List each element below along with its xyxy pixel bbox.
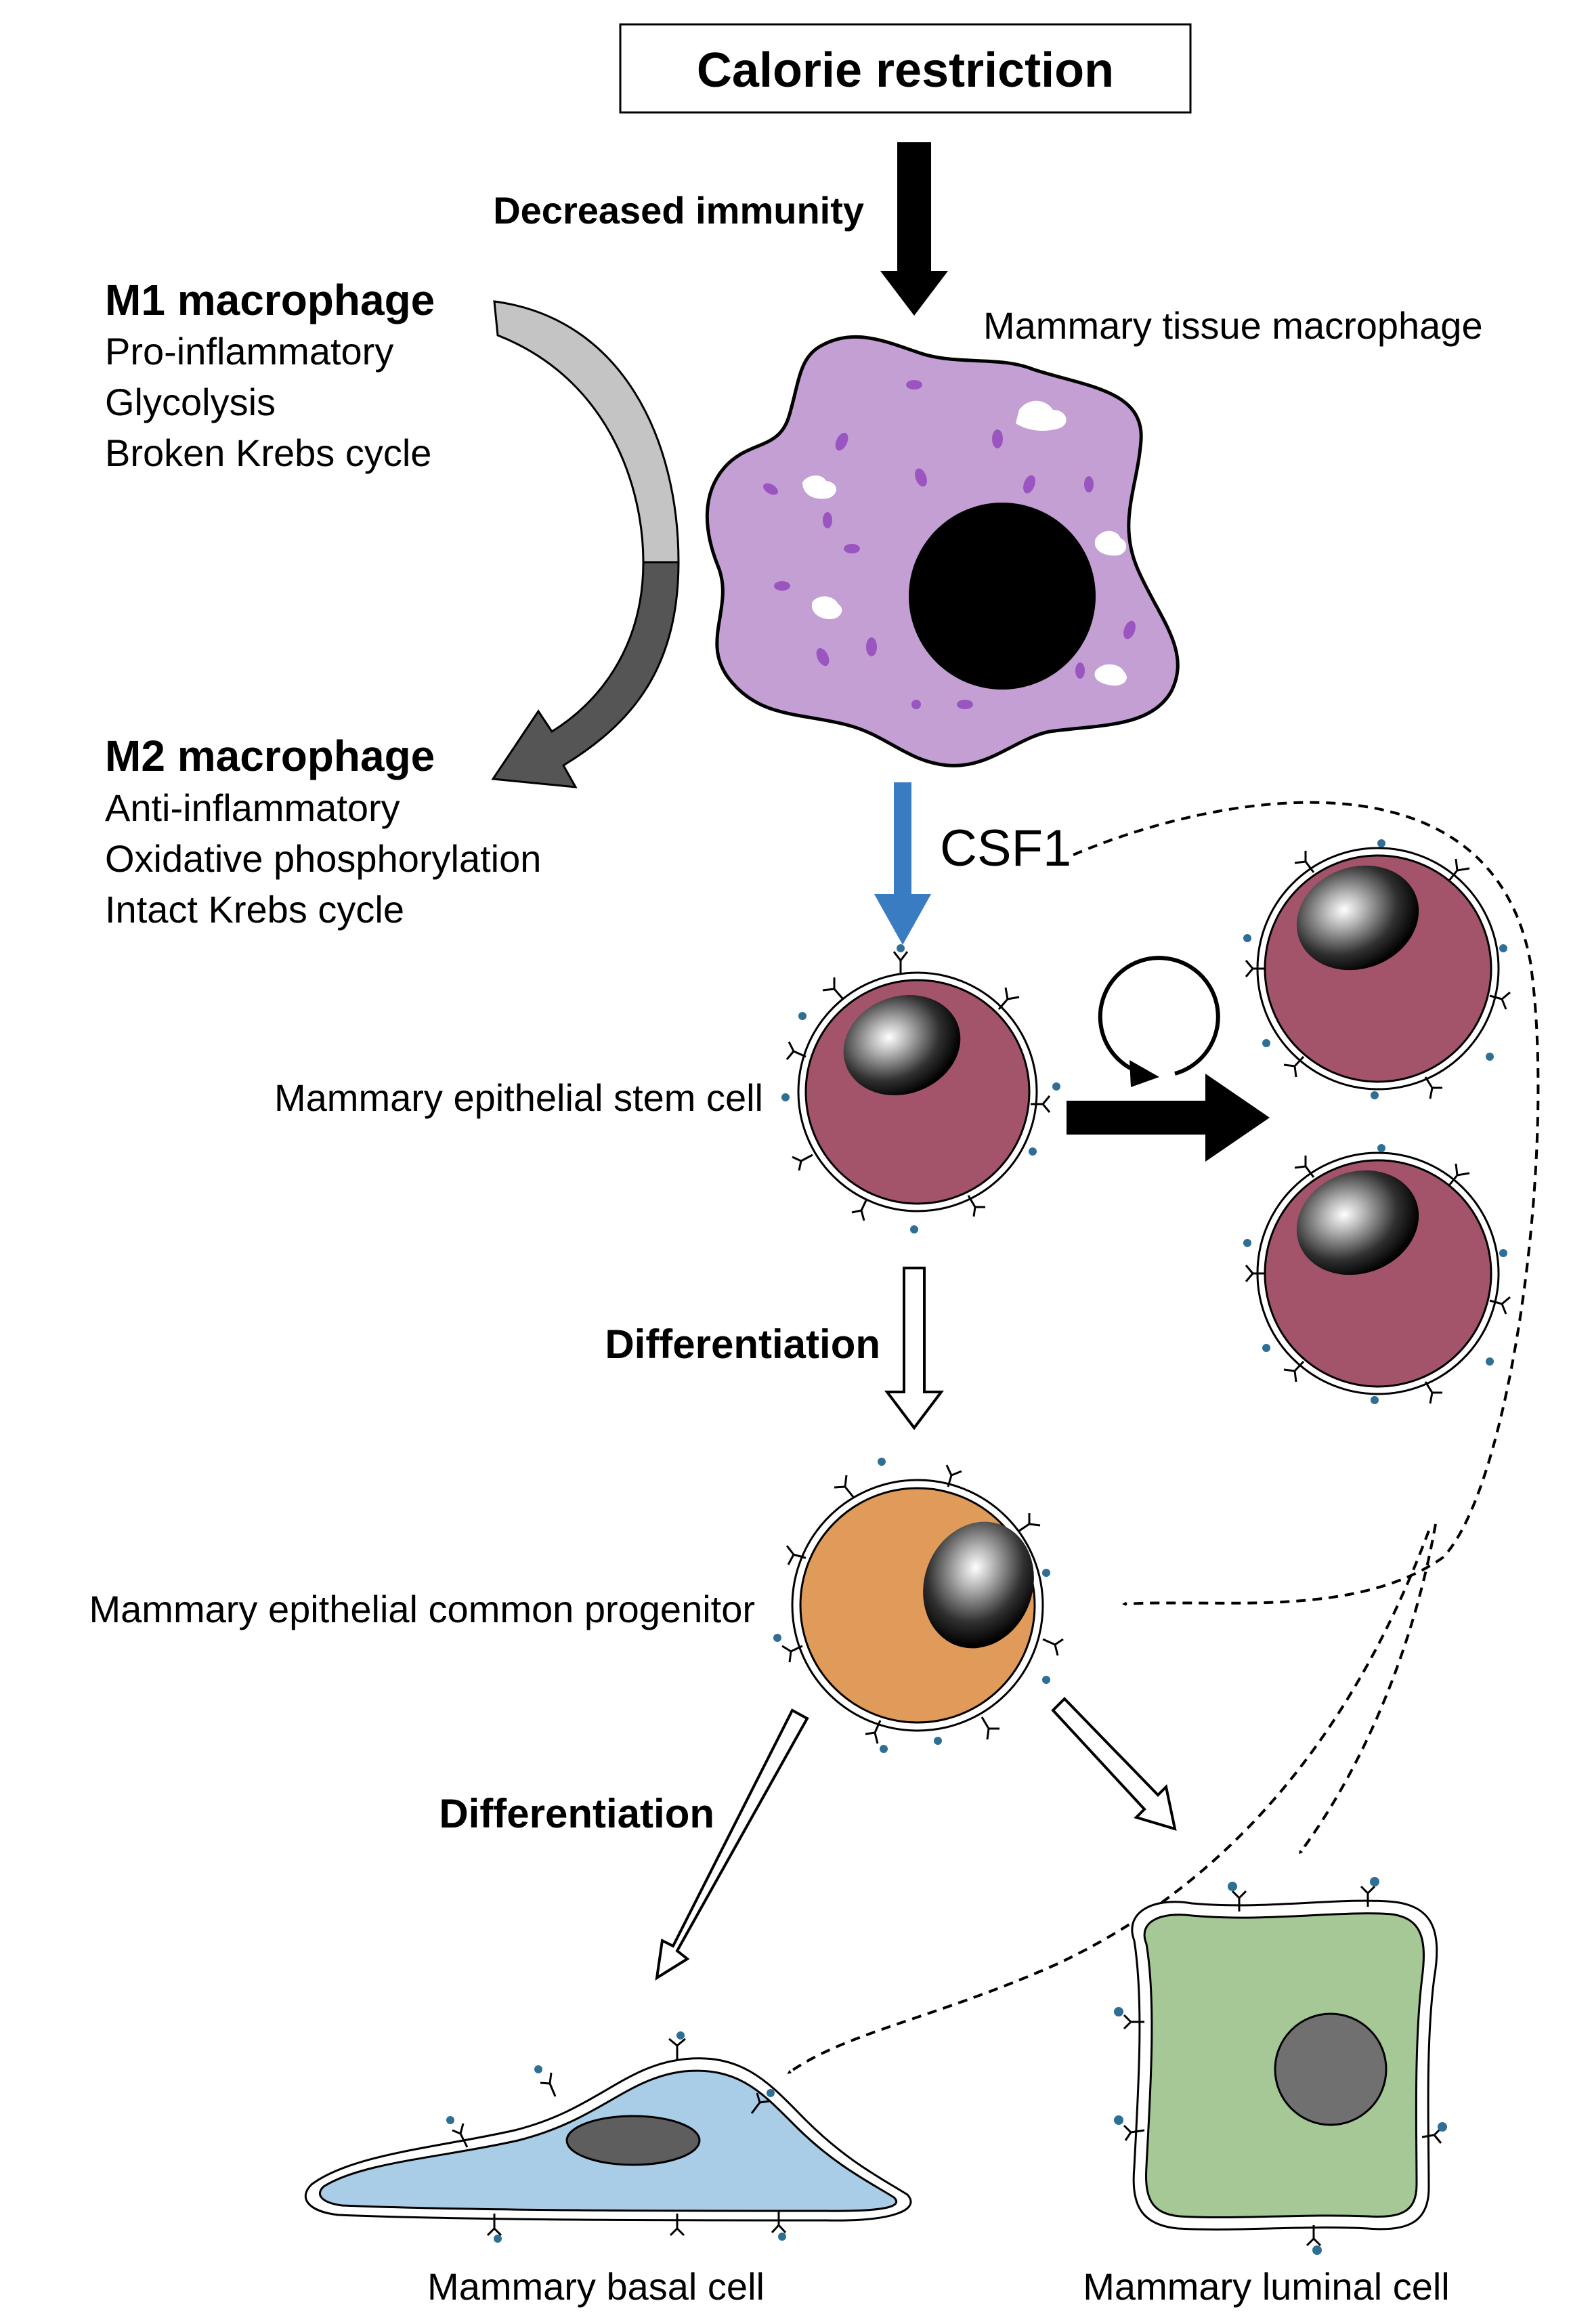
differentiation-arrow-to-luminal [1051, 1697, 1177, 1831]
differentiation-arrow-1 [884, 1267, 945, 1431]
m2-line: Oxidative phosphorylation [105, 837, 541, 880]
macrophage-vacuoles [802, 400, 1127, 686]
dashed-arrow-to-progenitor [1073, 801, 1540, 1606]
luminal-cell [1114, 1877, 1447, 2255]
csf1-arrow [874, 782, 931, 945]
luminal-cell-label: Mammary luminal cell [1083, 2265, 1449, 2308]
basal-cell-label: Mammary basal cell [427, 2265, 765, 2308]
macrophage-granules [763, 380, 1136, 709]
basal-cell-nucleus [565, 2115, 701, 2166]
m1-line: Glycolysis [105, 381, 276, 423]
m2-line: Anti-inflammatory [105, 786, 400, 829]
decreased-immunity-arrow [880, 142, 948, 316]
common-progenitor-label: Mammary epithelial common progenitor [89, 1588, 756, 1630]
differentiation-label-1: Differentiation [605, 1322, 880, 1367]
m1-to-m2-curved-arrow [491, 300, 680, 788]
common-progenitor-cell [773, 1458, 1064, 1753]
dashed-arrow-to-luminal [1299, 1523, 1437, 1855]
csf1-label: CSF1 [940, 820, 1071, 877]
m2-heading: M2 macrophage [105, 732, 435, 780]
decreased-immunity-label: Decreased immunity [493, 189, 864, 232]
luminal-cell-nucleus [1274, 2012, 1387, 2126]
stem-cell-label: Mammary epithelial stem cell [274, 1076, 763, 1119]
title-text: Calorie restriction [697, 43, 1114, 98]
differentiation-label-2: Differentiation [439, 1791, 714, 1836]
stem-cell [781, 944, 1060, 1233]
stem-cell-receptors [786, 951, 1051, 1221]
tissue-macrophage-label: Mammary tissue macrophage [983, 304, 1483, 347]
m1-macrophage-text: M1 macrophage Pro-inflammatory Glycolysi… [105, 276, 435, 474]
stem-cell-ligands [781, 944, 1060, 1233]
tissue-macrophage [705, 335, 1180, 767]
csf1-signal-dashed-arrows [787, 801, 1540, 2074]
m2-line: Intact Krebs cycle [105, 888, 404, 931]
progenitor-nucleus [923, 1521, 1034, 1649]
stem-cell-nucleus [843, 994, 961, 1096]
m1-heading: M1 macrophage [105, 276, 435, 324]
basal-cell [304, 2031, 912, 2243]
m1-line: Pro-inflammatory [105, 330, 393, 373]
m1-line: Broken Krebs cycle [105, 431, 431, 474]
m2-macrophage-text: M2 macrophage Anti-inflammatory Oxidativ… [105, 732, 541, 931]
differentiation-arrow-to-basal [655, 1708, 809, 1981]
daughter-stem-cell [1243, 839, 1511, 1099]
calorie-restriction-box: Calorie restriction [619, 23, 1192, 114]
macrophage-nucleus [909, 503, 1096, 690]
self-renewal-loop-icon [1098, 956, 1220, 1087]
daughter-stem-cell [1243, 1144, 1511, 1404]
dashed-arrow-to-basal [787, 1530, 1430, 2074]
proliferation-arrow [1067, 1074, 1270, 1162]
